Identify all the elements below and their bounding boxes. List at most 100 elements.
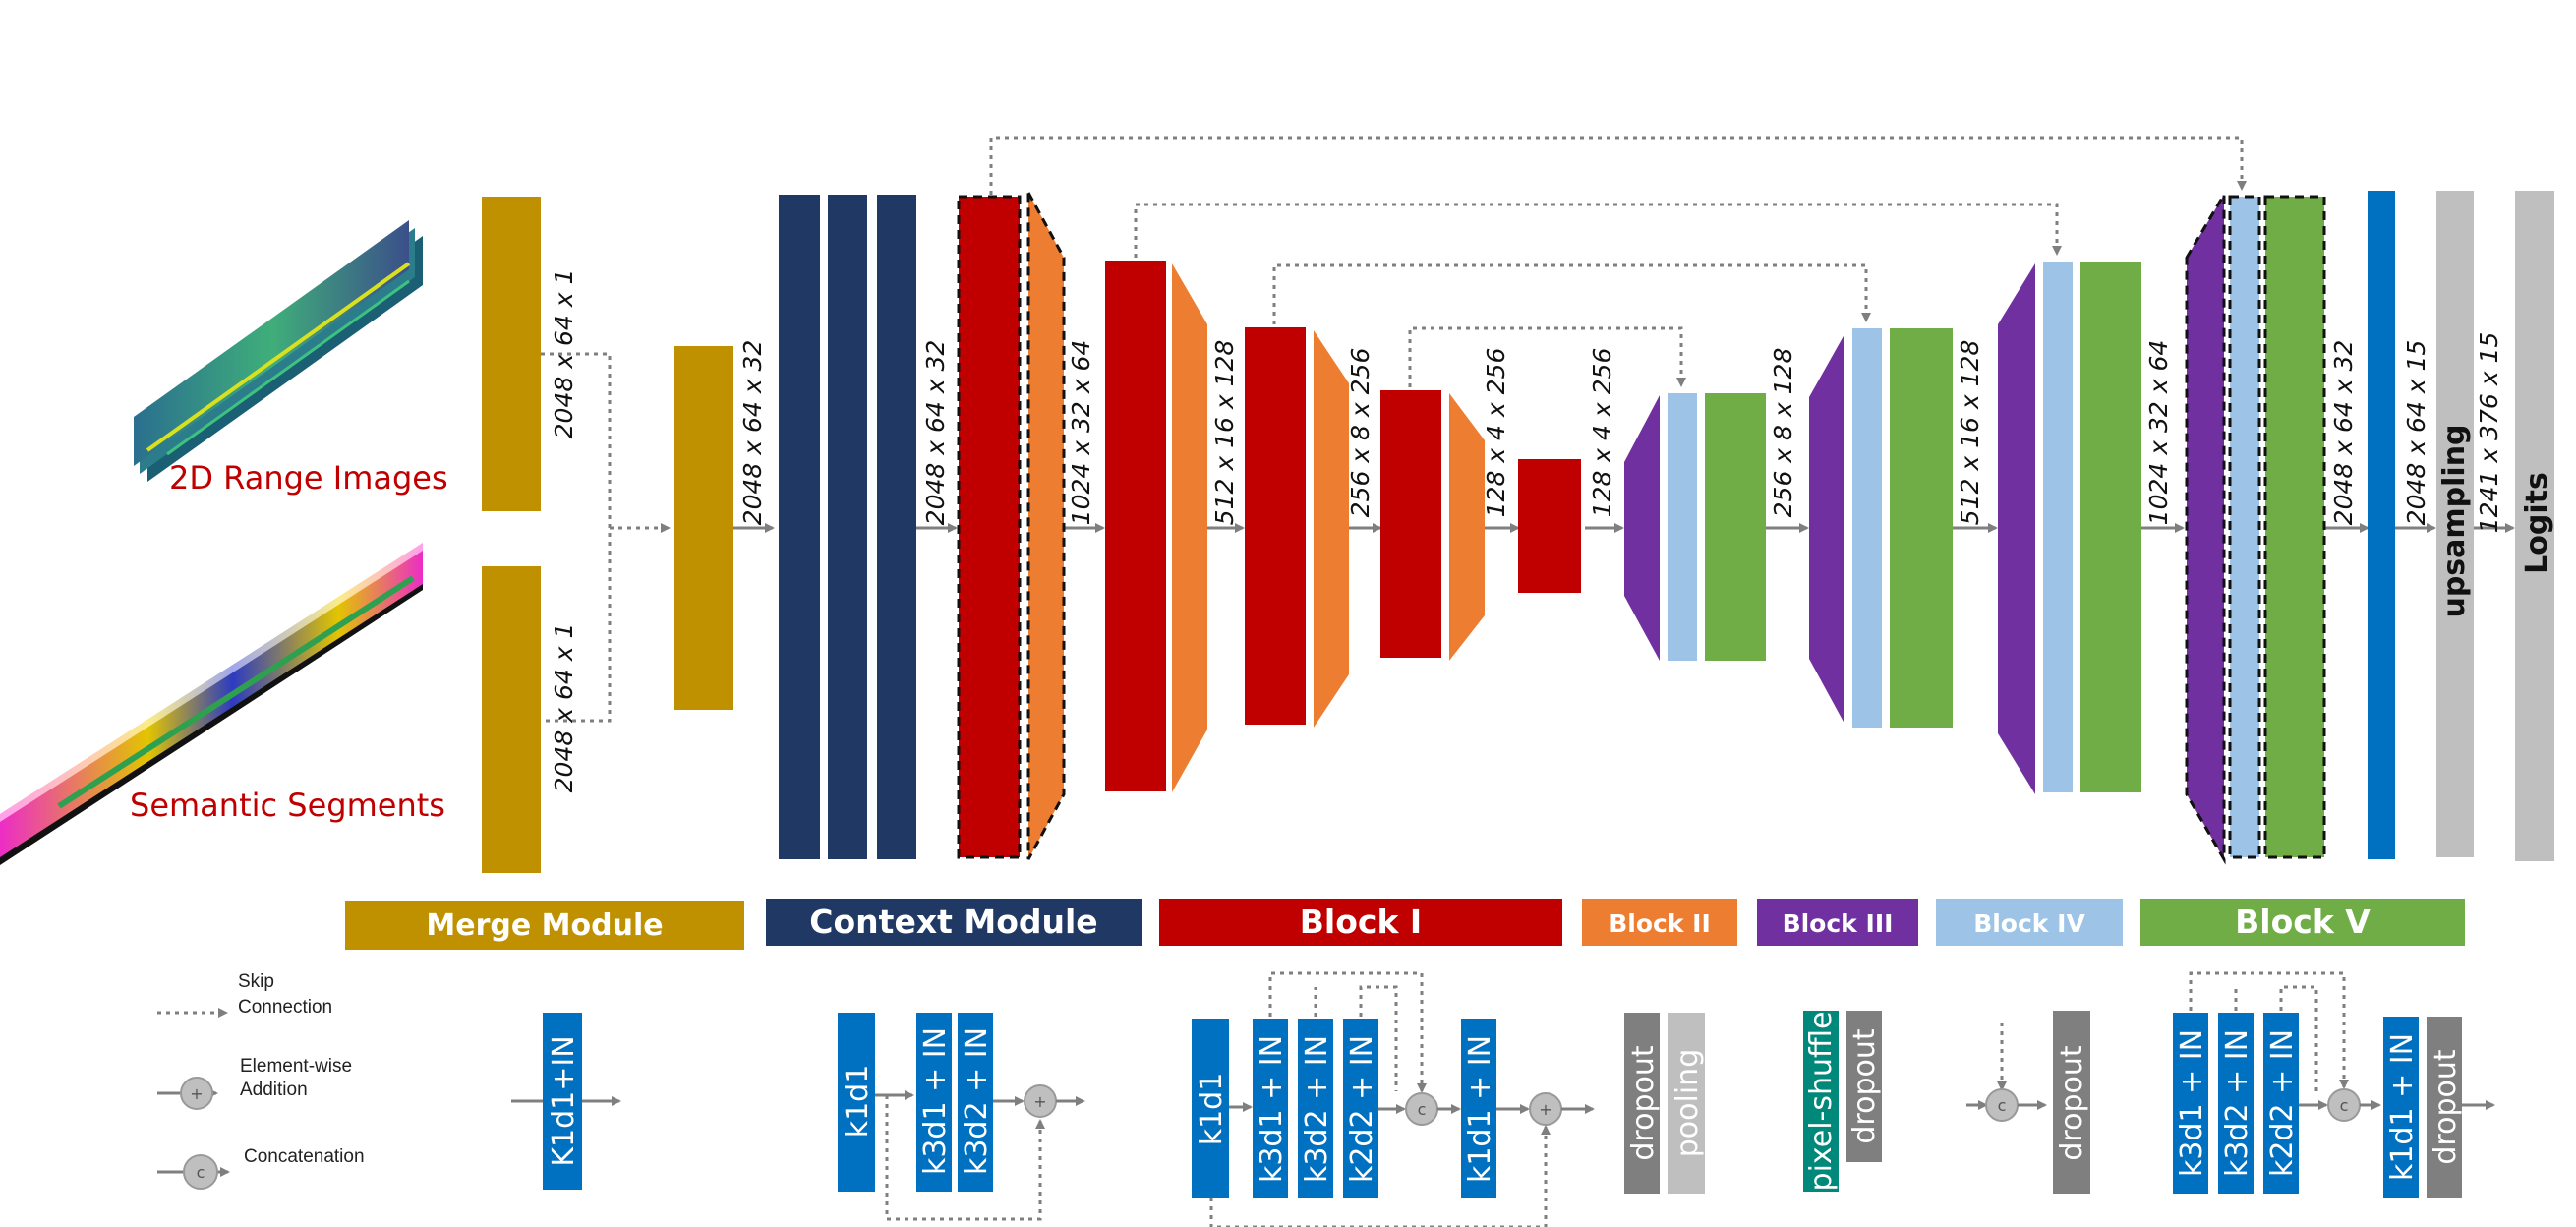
b2-pooling-label: pooling: [1670, 1049, 1705, 1157]
dim-dec4: 2048 x 64 x 32: [2329, 340, 2358, 526]
b3-dropout-label: dropout: [1847, 1028, 1882, 1143]
ctx-k3d1-label: k3d1 + IN: [918, 1027, 953, 1175]
b5-k1d1-label: k1d1 + IN: [2385, 1033, 2420, 1181]
merge-range-branch: [482, 197, 541, 511]
b3-pixelshuffle-label: pixel-shuffle: [1804, 1012, 1839, 1192]
b1-k3d1-box: [1253, 1019, 1288, 1198]
b4-concat-symbol: c: [1998, 1096, 2007, 1115]
b1-k1d1-box: [1192, 1019, 1229, 1198]
b5-concat-symbol: c: [2340, 1096, 2349, 1115]
dim-range-in: 2048 x 64 x 1: [550, 269, 578, 439]
dec1-upsample: [1624, 395, 1660, 661]
dec2-block5: [1890, 328, 1953, 728]
dec3-skip-concat: [2043, 262, 2073, 792]
dim-dec1: 256 x 8 x 128: [1769, 348, 1797, 518]
enc3-block1: [1245, 327, 1306, 725]
b1-k3d2-label: k3d2 + IN: [1300, 1035, 1334, 1183]
b2-dropout-box: [1624, 1013, 1660, 1194]
legend-block2-bar: [1582, 899, 1737, 946]
legend-block4-bar: [1936, 899, 2123, 946]
b5-k3d2-label: k3d2 + IN: [2220, 1029, 2254, 1177]
ctx-k1d1-label: k1d1: [841, 1065, 875, 1139]
b1-k3d1-label: k3d1 + IN: [1255, 1035, 1289, 1183]
block4-detail: c dropout: [1966, 1011, 2090, 1194]
merge-semantic-branch: [482, 566, 541, 873]
context-layer-1: [779, 195, 820, 859]
ctx-k3d2-box: [958, 1013, 993, 1192]
b3-pixelshuffle-box: [1803, 1011, 1839, 1192]
enc2-block1: [1105, 261, 1166, 791]
b2-dropout-label: dropout: [1626, 1045, 1661, 1160]
b5-k3d1-label: k3d1 + IN: [2175, 1029, 2209, 1177]
context-layer-3: [877, 195, 916, 859]
ctx-k3d1-box: [916, 1013, 952, 1192]
legend-merge-label: Merge Module: [426, 908, 663, 943]
dec4-upsample: [2185, 189, 2226, 865]
key-add-symbol: +: [190, 1084, 203, 1103]
dec3-block5: [2080, 262, 2141, 792]
legend-block1-label: Block I: [1300, 903, 1422, 941]
bottleneck-block: [1518, 459, 1581, 593]
upsampling-layer: [2436, 191, 2474, 857]
skip-connections: [989, 136, 2247, 387]
b5-k1d1-box: [2383, 1017, 2419, 1198]
context-layer-2: [828, 195, 867, 859]
dim-up: 1241 x 376 x 15: [2475, 332, 2503, 534]
merge-output: [674, 346, 733, 710]
block3-detail: pixel-shuffle dropout: [1803, 1011, 1882, 1192]
b1-concat-symbol: c: [1418, 1100, 1427, 1119]
dim-sem-in: 2048 x 64 x 1: [550, 623, 578, 793]
b5-k3d2-box: [2218, 1013, 2254, 1194]
legend-block3-bar: [1757, 899, 1918, 946]
dec1-skip-concat: [1668, 393, 1697, 661]
dim-enc1: 1024 x 32 x 64: [1067, 340, 1095, 526]
dec4-skip-concat: [2228, 195, 2261, 859]
head-conv: [2368, 191, 2395, 859]
key-legend: Skip Connection + Element-wise Addition …: [157, 971, 365, 1190]
legend-block5-label: Block V: [2235, 903, 2371, 941]
range-image-stack: [134, 220, 423, 482]
dim-enc3: 256 x 8 x 256: [1346, 348, 1375, 518]
merge-concat-link: [541, 352, 612, 723]
upsampling-title: upsampling: [2437, 424, 2472, 617]
ctx-k1d1-box: [838, 1013, 875, 1192]
dim-dec3: 1024 x 32 x 64: [2144, 340, 2173, 526]
dec1-block5: [1705, 393, 1766, 661]
range-images-label: 2D Range Images: [169, 459, 448, 497]
legend-block2-label: Block II: [1609, 909, 1711, 938]
block5-detail: k3d1 + IN k3d2 + IN k2d2 + IN c k1d1 + I…: [2173, 971, 2495, 1198]
enc4-block1: [1380, 390, 1441, 658]
enc1-block1-dashed: [957, 195, 1022, 859]
dim-bottleneck: 128 x 4 x 256: [1588, 348, 1616, 518]
b4-dropout-label: dropout: [2055, 1045, 2089, 1160]
dec3-upsample: [1998, 263, 2035, 794]
legend-block4-label: Block IV: [1973, 909, 2085, 938]
b1-k2d2-box: [1343, 1019, 1378, 1198]
block2-detail: dropout pooling: [1624, 1013, 1705, 1194]
key-add-icon: [180, 1077, 213, 1110]
legend-context-label: Context Module: [809, 903, 1097, 941]
legend-block5-bar: [2140, 899, 2465, 946]
b4-dropout-box: [2053, 1011, 2090, 1194]
enc4-pool: [1449, 393, 1485, 661]
key-skip-label-2: Connection: [238, 997, 332, 1018]
ctx-add-symbol: +: [1033, 1092, 1046, 1111]
b1-add-symbol: +: [1539, 1100, 1551, 1119]
key-concat-icon: [183, 1154, 218, 1190]
semantic-image: [0, 543, 423, 865]
semantic-segments-label: Semantic Segments: [130, 787, 445, 824]
dim-enc2: 512 x 16 x 128: [1210, 340, 1239, 526]
b1-k1d1in-label: k1d1 + IN: [1463, 1035, 1497, 1183]
dim-enc4: 128 x 4 x 256: [1482, 348, 1510, 518]
b5-k2d2-label: k2d2 + IN: [2265, 1029, 2300, 1177]
b3-dropout-box: [1846, 1011, 1882, 1162]
merge-detail: K1d1+IN: [511, 1013, 621, 1190]
b5-dropout-box: [2427, 1017, 2462, 1198]
enc2-pool: [1172, 263, 1207, 792]
legend-context-bar: [766, 899, 1142, 946]
key-skip-label: Skip: [238, 971, 274, 992]
b1-k2d2-label: k2d2 + IN: [1345, 1035, 1379, 1183]
key-add-label: Element-wise: [240, 1056, 352, 1077]
